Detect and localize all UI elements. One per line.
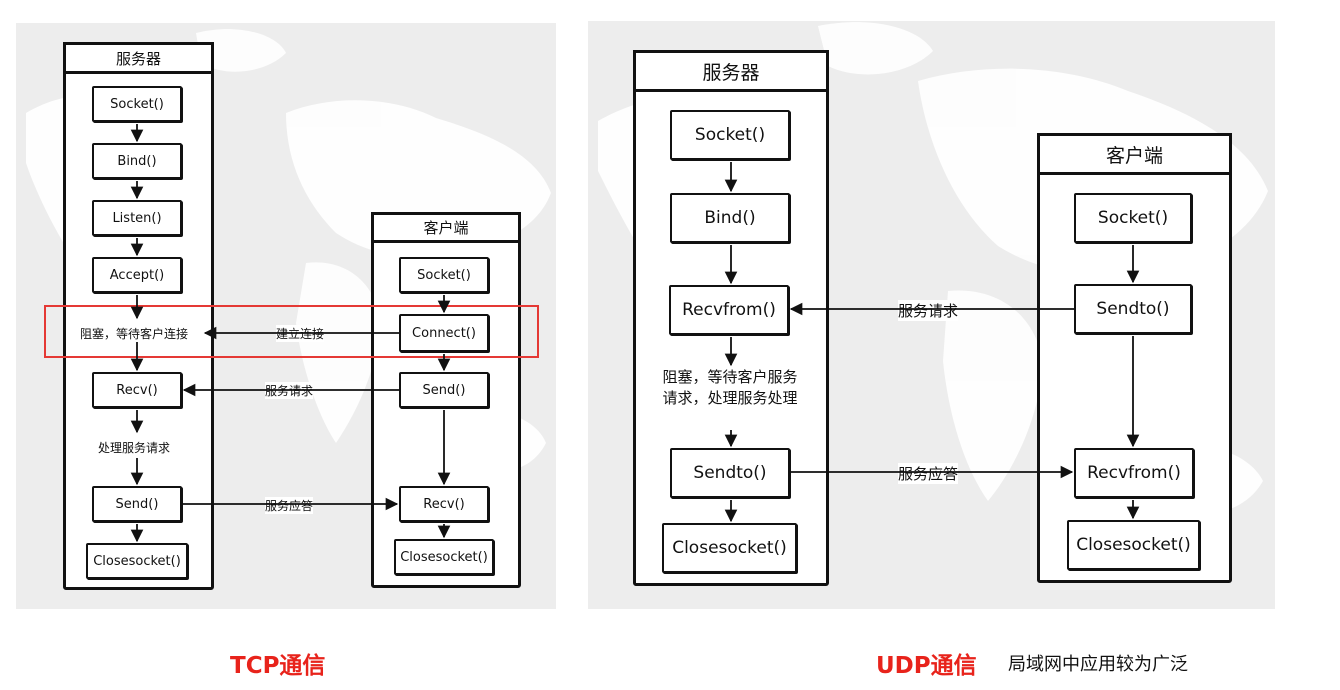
tcp-connect-highlight	[44, 305, 539, 358]
tcp-server-send-box: Send()	[92, 486, 182, 522]
udp-subcaption: 局域网中应用较为广泛	[1008, 654, 1188, 675]
tcp-block-note: 阻塞，等待客户连接	[80, 327, 189, 341]
udp-caption: UDP通信	[876, 653, 977, 679]
udp-server-sendto-box: Sendto()	[670, 448, 790, 498]
udp-server-recvfrom-box: Recvfrom()	[669, 285, 789, 335]
tcp-client-send-box: Send()	[399, 372, 489, 408]
udp-client-title: 客户端	[1037, 133, 1232, 175]
tcp-client-connect-box: Connect()	[399, 314, 489, 352]
tcp-edge-request-label: 服务请求	[265, 382, 314, 399]
udp-edge-request-label: 服务请求	[898, 300, 959, 321]
udp-server-closesocket-box: Closesocket()	[662, 523, 797, 573]
udp-client-socket-box: Socket()	[1074, 193, 1192, 243]
tcp-client-recv-box: Recv()	[399, 486, 489, 522]
udp-server-bind-box: Bind()	[670, 193, 790, 243]
tcp-server-title: 服务器	[63, 42, 214, 74]
tcp-server-listen-box: Listen()	[92, 200, 182, 236]
tcp-caption: TCP通信	[230, 653, 326, 679]
udp-server-title: 服务器	[633, 50, 829, 92]
tcp-server-closesocket-box: Closesocket()	[86, 543, 188, 579]
udp-client-sendto-box: Sendto()	[1074, 284, 1192, 334]
tcp-edge-reply-label: 服务应答	[265, 497, 314, 514]
tcp-server-bind-box: Bind()	[92, 143, 182, 179]
tcp-client-closesocket-box: Closesocket()	[394, 539, 494, 575]
tcp-server-socket-box: Socket()	[92, 86, 182, 122]
udp-server-socket-box: Socket()	[670, 110, 790, 160]
tcp-client-socket-box: Socket()	[399, 257, 489, 293]
tcp-server-recv-box: Recv()	[92, 372, 182, 408]
tcp-process-note: 处理服务请求	[98, 441, 171, 455]
udp-edge-reply-label: 服务应答	[898, 463, 959, 484]
tcp-server-accept-box: Accept()	[92, 257, 182, 293]
tcp-client-title: 客户端	[371, 212, 521, 243]
udp-block-note: 阻塞，等待客户服务请求，处理服务处理	[662, 368, 798, 407]
udp-client-closesocket-box: Closesocket()	[1067, 520, 1200, 570]
udp-client-recvfrom-box: Recvfrom()	[1074, 448, 1194, 498]
